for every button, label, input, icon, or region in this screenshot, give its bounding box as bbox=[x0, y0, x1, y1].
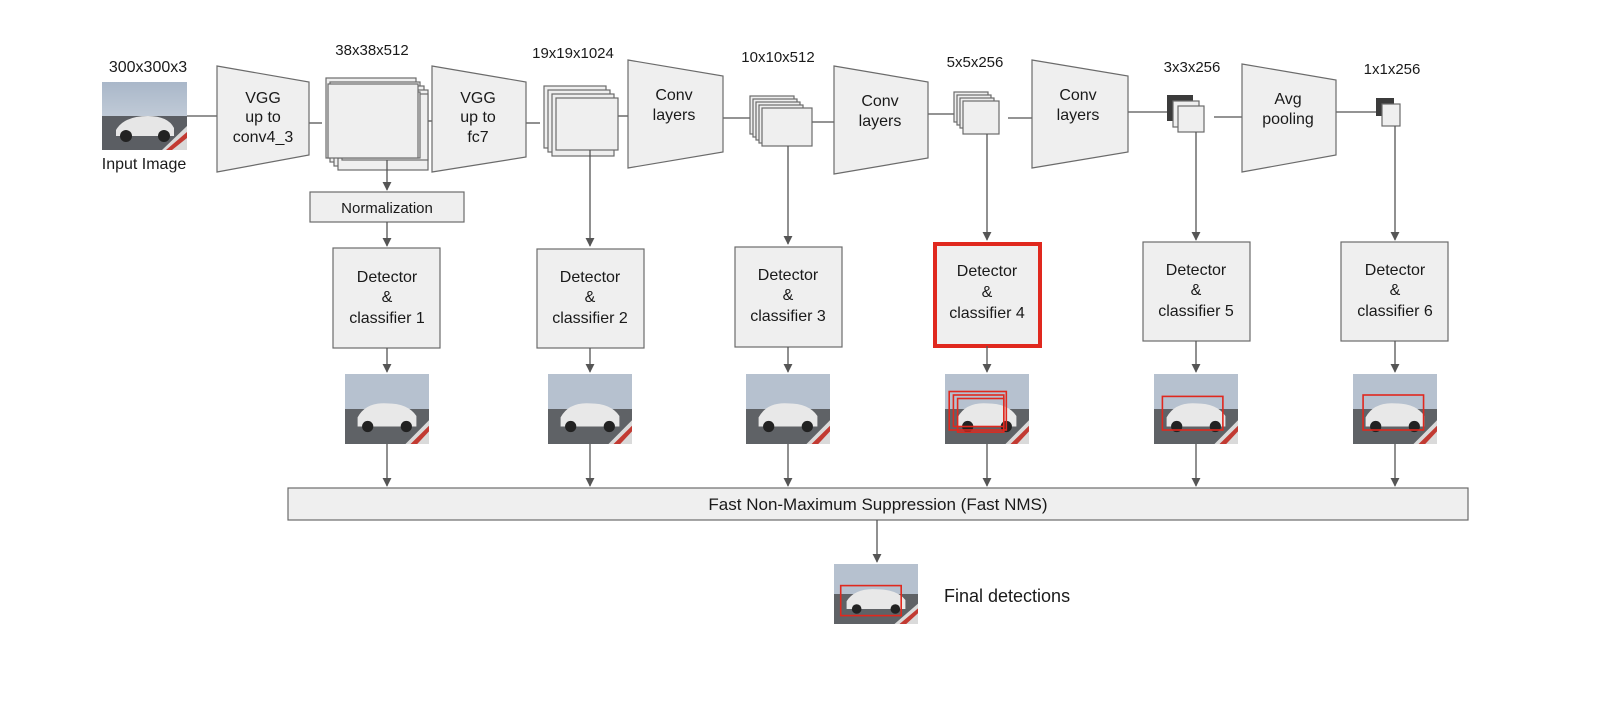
nms-label: Fast Non-Maximum Suppression (Fast NMS) bbox=[708, 495, 1047, 514]
detector-line: & bbox=[382, 289, 393, 306]
detection-box bbox=[1362, 394, 1425, 431]
trapezoid-conv-layers-1: Conv layers bbox=[627, 59, 724, 169]
trapezoid-line: up to bbox=[245, 109, 281, 126]
detector-line: classifier 5 bbox=[1158, 303, 1234, 320]
detector-classifier-6: Detector & classifier 6 bbox=[1340, 241, 1449, 342]
detector-line: Detector bbox=[957, 263, 1018, 280]
dim-label: 3x3x256 bbox=[1164, 59, 1221, 76]
trapezoid-vgg-conv4_3: VGG up to conv4_3 bbox=[216, 65, 310, 173]
detector-line: classifier 1 bbox=[349, 310, 425, 327]
trapezoid-conv-layers-3: Conv layers bbox=[1031, 59, 1129, 169]
detection-thumbnail-5 bbox=[1154, 374, 1238, 444]
detector-line: classifier 4 bbox=[949, 305, 1025, 322]
detection-thumbnail-3 bbox=[746, 374, 830, 444]
feature-map-38x38x512 bbox=[325, 77, 429, 171]
detector-line: Detector bbox=[357, 269, 418, 286]
detector-line: classifier 3 bbox=[750, 308, 826, 325]
dim-label: 5x5x256 bbox=[947, 54, 1004, 71]
detector-line: & bbox=[1191, 282, 1202, 299]
detection-thumbnails bbox=[345, 374, 1437, 444]
detector-line: classifier 6 bbox=[1357, 303, 1433, 320]
detector-line: Detector bbox=[1365, 262, 1426, 279]
feature-map-10x10x512 bbox=[749, 95, 813, 147]
fast-nms-block: Fast Non-Maximum Suppression (Fast NMS) bbox=[287, 487, 1469, 521]
trapezoid-line: Conv bbox=[1059, 87, 1096, 104]
dim-label: 1x1x256 bbox=[1364, 61, 1421, 78]
trapezoid-line: Avg bbox=[1274, 91, 1301, 108]
trapezoid-vgg-fc7: VGG up to fc7 bbox=[431, 65, 527, 173]
input-image bbox=[102, 82, 187, 150]
detector-line: & bbox=[585, 289, 596, 306]
detector-line: & bbox=[783, 287, 794, 304]
detector-line: Detector bbox=[1166, 262, 1227, 279]
pipeline-connectors bbox=[187, 111, 1380, 124]
detector-line: & bbox=[982, 284, 993, 301]
detection-box bbox=[839, 584, 902, 617]
detection-box bbox=[1161, 395, 1224, 431]
detection-thumbnail-4 bbox=[945, 374, 1029, 444]
trapezoid-line: VGG bbox=[245, 90, 281, 107]
feature-map-5x5x256 bbox=[953, 91, 1000, 135]
dim-label: 19x19x1024 bbox=[532, 45, 614, 62]
trapezoid-line: Conv bbox=[655, 87, 692, 104]
trapezoid-line: fc7 bbox=[467, 129, 488, 146]
detector-classifier-5: Detector & classifier 5 bbox=[1142, 241, 1251, 342]
trapezoid-line: layers bbox=[653, 107, 696, 124]
final-detections-label: Final detections bbox=[944, 586, 1070, 606]
trapezoid-line: Conv bbox=[861, 93, 898, 110]
input-dim-label: 300x300x3 bbox=[109, 59, 187, 76]
detector-line: Detector bbox=[758, 267, 819, 284]
detection-thumbnail-6 bbox=[1353, 374, 1437, 444]
input-caption: Input Image bbox=[102, 156, 187, 173]
trapezoid-line: layers bbox=[1057, 107, 1100, 124]
trapezoid-conv-layers-2: Conv layers bbox=[833, 65, 929, 175]
final-thumbnail bbox=[834, 564, 918, 624]
trapezoid-line: VGG bbox=[460, 90, 496, 107]
detector-line: classifier 2 bbox=[552, 310, 628, 327]
trapezoid-line: up to bbox=[460, 109, 496, 126]
dim-label: 38x38x512 bbox=[335, 42, 408, 59]
detection-box bbox=[956, 397, 1005, 433]
detector-line: & bbox=[1390, 282, 1401, 299]
detector-line: Detector bbox=[560, 269, 621, 286]
trapezoid-line: layers bbox=[859, 113, 902, 130]
final-detections-image bbox=[834, 564, 918, 624]
detector-classifier-4-highlighted: Detector & classifier 4 bbox=[933, 242, 1042, 348]
detector-classifier-3: Detector & classifier 3 bbox=[734, 246, 843, 348]
trapezoid-line: conv4_3 bbox=[233, 129, 294, 146]
detector-classifier-2: Detector & classifier 2 bbox=[536, 248, 645, 349]
feature-map-19x19x1024 bbox=[543, 85, 619, 157]
normalization-block: Normalization bbox=[309, 191, 465, 223]
dim-label: 10x10x512 bbox=[741, 49, 814, 66]
detection-box bbox=[948, 390, 1008, 431]
trapezoid-avg-pooling: Avg pooling bbox=[1241, 63, 1337, 173]
normalization-label: Normalization bbox=[341, 200, 433, 217]
trapezoid-line: pooling bbox=[1262, 111, 1314, 128]
feature-map-3x3x256 bbox=[1167, 95, 1205, 133]
feature-map-1x1x256 bbox=[1376, 98, 1401, 127]
detector-classifier-1: Detector & classifier 1 bbox=[332, 247, 441, 349]
detection-thumbnail-2 bbox=[548, 374, 632, 444]
detection-thumbnail-1 bbox=[345, 374, 429, 444]
